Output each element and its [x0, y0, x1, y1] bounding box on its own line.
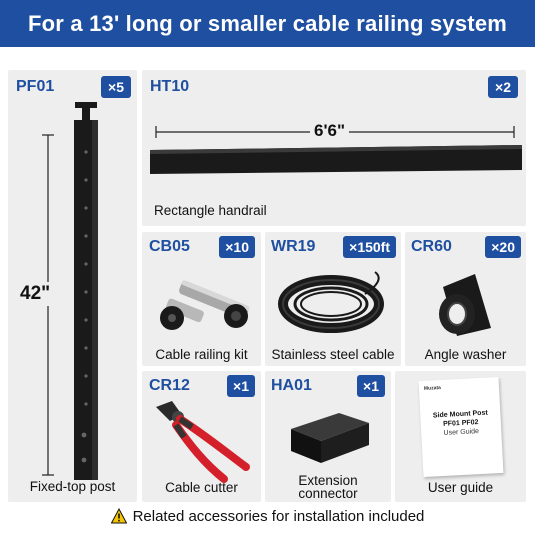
item-label: Cable railing kit: [155, 347, 248, 362]
footer-note-text: Related accessories for installation inc…: [132, 507, 425, 525]
item-code: WR19: [271, 238, 316, 255]
item-code: HA01: [271, 377, 312, 394]
brand-logo: Muzata: [423, 385, 442, 392]
item-code: HT10: [150, 78, 190, 95]
panel-ht10: HT10 ×2 6'6" Rectangle handrail: [142, 70, 526, 226]
panel-ha01: HA01 ×1 Extension connector: [265, 371, 391, 502]
item-code: CR12: [149, 377, 190, 394]
panel-wr19: WR19 ×150ft Stainless steel cable: [265, 232, 401, 366]
page-banner: For a 13' long or smaller cable railing …: [0, 0, 535, 47]
item-label-line2: connector: [298, 486, 358, 501]
panel-user-guide: Muzata Side Mount Post PF01 PF02 User Gu…: [395, 371, 526, 502]
panel-cr12: CR12 ×1 Cable cutter: [142, 371, 261, 502]
item-code: CB05: [149, 238, 190, 255]
warning-icon: [110, 508, 127, 524]
item-label: Stainless steel cable: [271, 347, 395, 362]
quantity-badge: ×1: [357, 375, 385, 397]
quantity-badge: ×2: [488, 76, 518, 98]
footer-note: Related accessories for installation inc…: [0, 505, 535, 527]
user-guide-booklet: Muzata Side Mount Post PF01 PF02 User Gu…: [418, 376, 504, 478]
banner-title: For a 13' long or smaller cable railing …: [27, 10, 508, 36]
panel-pf01: PF01 ×5 42" Fixed-top post: [8, 70, 137, 502]
panel-cb05: CB05 ×10 Cable railing kit: [142, 232, 261, 366]
booklet-title-line3: User Guide: [443, 428, 480, 437]
quantity-badge: ×150ft: [343, 236, 396, 258]
extension-connector-image: [291, 413, 369, 463]
cable-cutter-image: [156, 401, 250, 483]
item-label: User guide: [427, 480, 494, 495]
item-label: Fixed-top post: [29, 479, 116, 494]
cable-kit-image: [160, 280, 250, 330]
quantity-badge: ×10: [219, 236, 255, 258]
panel-cr60: CR60 ×20 Angle washer: [405, 232, 526, 366]
item-label: Cable cutter: [165, 480, 238, 495]
item-label: Rectangle handrail: [154, 203, 267, 218]
item-label-line1: Extension: [298, 473, 358, 488]
item-code: PF01: [16, 78, 55, 95]
quantity-badge: ×1: [227, 375, 255, 397]
cable-coil-image: [278, 271, 384, 333]
handrail-image: [150, 126, 522, 174]
post-dimension: 42": [20, 282, 51, 306]
item-code: CR60: [411, 238, 452, 255]
quantity-badge: ×5: [101, 76, 131, 98]
quantity-badge: ×20: [485, 236, 521, 258]
handrail-dimension: 6'6": [310, 122, 350, 140]
item-label: Angle washer: [424, 347, 507, 362]
angle-washer-image: [439, 274, 491, 336]
